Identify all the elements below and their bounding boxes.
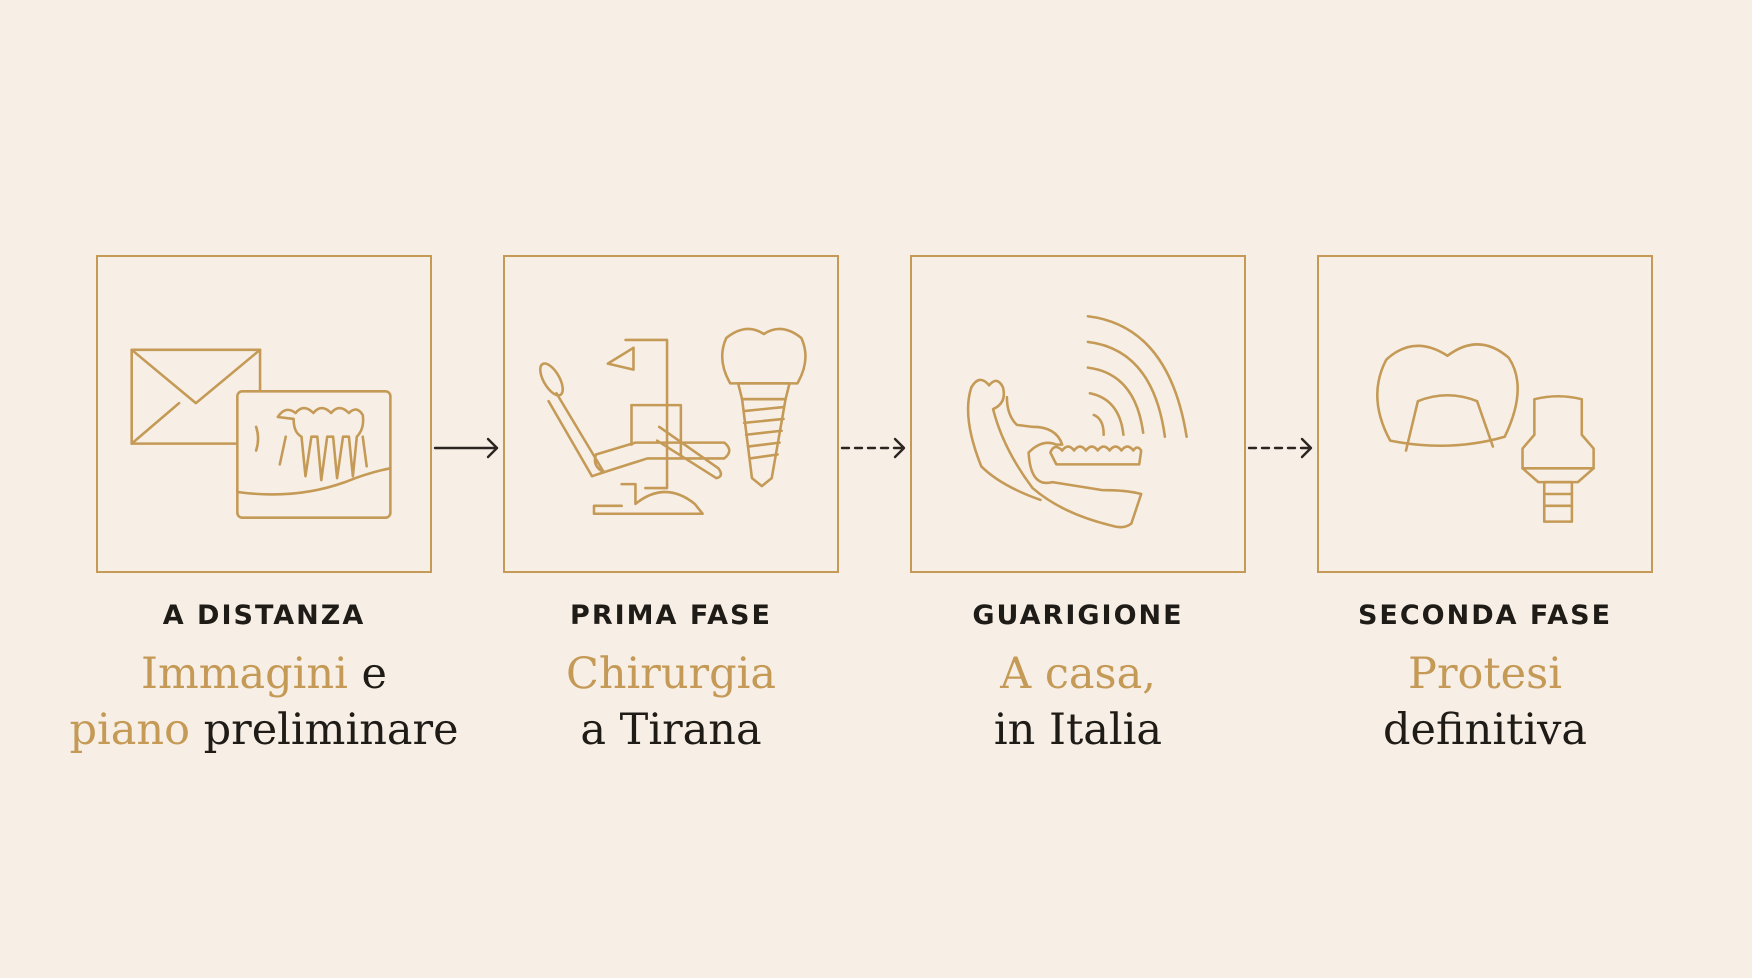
crown-abutment-icon <box>1376 343 1595 523</box>
step-2-box <box>503 255 839 573</box>
step-4-title-highlight: Protesi <box>1408 649 1562 699</box>
step-4-box <box>1317 255 1653 573</box>
step-1-title-rest-2: preliminare <box>189 705 459 755</box>
step-3-label: GUARIGIONE <box>972 600 1184 631</box>
connector-arrow-3 <box>1247 433 1317 463</box>
step-4-label: SECONDA FASE <box>1357 600 1613 631</box>
step-3-title-highlight: A casa, <box>1000 649 1156 699</box>
step-2-text: PRIMA FASE Chirurgia a Tirana <box>451 596 891 758</box>
step-1-title-highlight-2: piano <box>69 705 190 755</box>
step-1-title: Immagini e piano preliminare <box>44 646 484 758</box>
step-3-title: A casa, in Italia <box>858 646 1298 758</box>
step-4-text: SECONDA FASE Protesi definitiva <box>1265 596 1705 758</box>
dental-chair-implant-icon <box>539 327 807 516</box>
step-2-label: PRIMA FASE <box>570 600 772 631</box>
connector-arrow-2 <box>840 433 910 463</box>
jaw-healing-icon <box>966 314 1188 529</box>
step-1-box <box>96 255 432 573</box>
step-2-title: Chirurgia a Tirana <box>451 646 891 758</box>
step-3-box <box>910 255 1246 573</box>
step-1-text: A DISTANZA Immagini e piano preliminare <box>44 596 484 758</box>
step-1-title-rest: e <box>347 649 388 699</box>
connector-arrow-1 <box>433 433 503 463</box>
step-1-title-highlight: Immagini <box>140 649 348 699</box>
step-3-text: GUARIGIONE A casa, in Italia <box>858 596 1298 758</box>
step-1-label: A DISTANZA <box>162 600 366 631</box>
step-4-title: Protesi definitiva <box>1265 646 1705 758</box>
step-3-title-rest: in Italia <box>993 705 1163 755</box>
step-2-title-rest: a Tirana <box>580 705 762 755</box>
envelope-xray-icon <box>130 348 392 519</box>
step-4-title-rest: definitiva <box>1382 705 1588 755</box>
step-2-title-highlight: Chirurgia <box>565 649 777 699</box>
